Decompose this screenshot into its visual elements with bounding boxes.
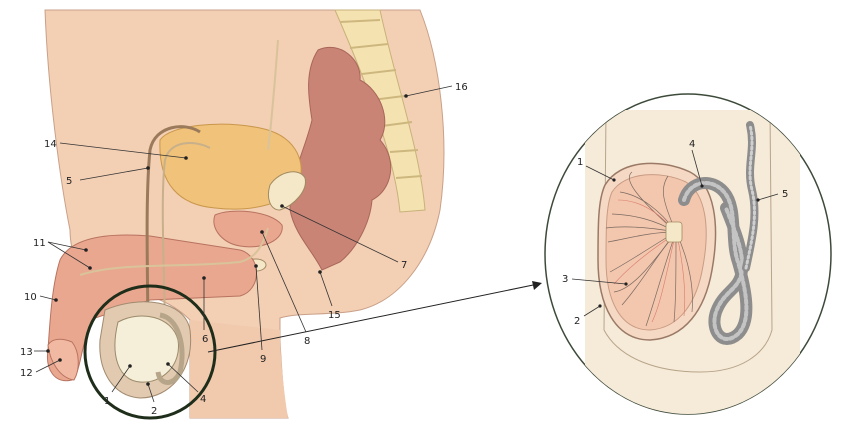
label-8: 8 [304,336,310,347]
label-4: 4 [200,394,206,405]
inset-lobules-red [613,199,686,323]
zoom-arrow [207,283,539,353]
ureter [267,39,279,151]
epididymis-main [155,312,185,385]
testis-group [99,301,192,399]
label-16: 16 [455,82,468,93]
main-leaders [34,85,453,403]
glans [47,338,79,381]
inset-rete [665,221,683,243]
seminal-vesicle [267,171,306,211]
inset-label-4: 4 [689,139,695,150]
vas-deferens-2 [161,142,211,341]
label-12: 12 [20,368,33,379]
inset-label-5: 5 [782,189,788,200]
urethra [79,227,269,276]
label-11: 11 [33,238,46,249]
rectum [289,46,392,271]
highlight-ring [83,284,217,420]
label-14: 14 [44,139,57,150]
inset-label-1: 1 [577,157,583,168]
zoom-arrow-head [532,281,542,290]
label-7: 7 [401,260,407,271]
label-1: 1 [104,396,110,407]
label-5: 5 [66,176,72,187]
inset-view: 1 4 5 3 2 [544,93,832,415]
label-2: 2 [151,406,157,417]
inset-tunica [605,174,707,331]
inset-label-3: 3 [562,274,568,285]
inset-label-2: 2 [574,316,580,327]
label-9: 9 [260,354,266,365]
label-15: 15 [328,310,341,321]
inset-vas-texture [744,123,756,270]
label-10: 10 [24,292,37,303]
inset-epididymis-texture [682,181,749,341]
main-label-texts: 16 14 5 7 11 10 13 12 6 8 9 15 1 2 4 [20,82,468,417]
label-6: 6 [202,334,208,345]
label-13: 13 [20,347,33,358]
